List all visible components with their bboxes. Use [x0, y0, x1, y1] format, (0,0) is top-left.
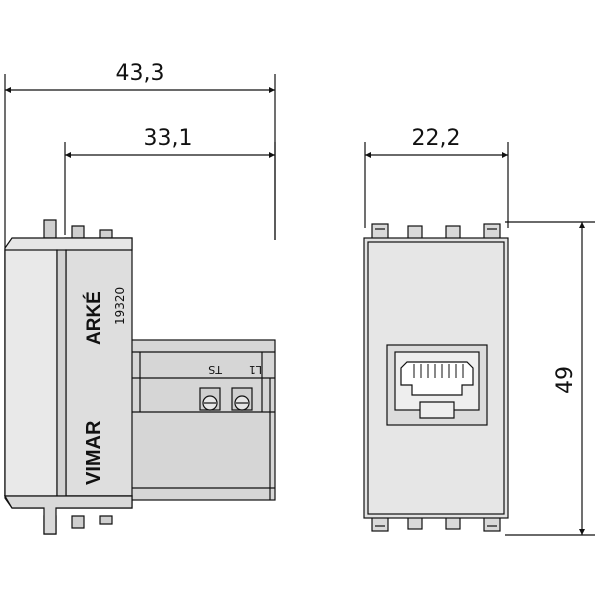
height-label: 49 — [553, 366, 578, 394]
rj45-jack — [386, 344, 488, 426]
terminal-screw-ts — [199, 387, 221, 411]
body-depth-label: 33,1 — [144, 126, 193, 151]
terminal-label-ts: TS — [208, 363, 223, 376]
article-code-label: 19320 — [113, 287, 127, 325]
top-clips — [43, 219, 113, 239]
face-edge — [56, 249, 67, 497]
front-width-label: 22,2 — [412, 126, 461, 151]
dimension-body-depth — [64, 142, 276, 240]
series-logo: ARKÉ — [83, 291, 105, 345]
face-plate — [4, 249, 58, 497]
terminal-label-l1: L1 — [249, 363, 262, 376]
jack-contacts — [413, 364, 464, 378]
side-view — [3, 219, 276, 535]
jack-socket — [400, 361, 474, 396]
bottom-step — [3, 495, 133, 535]
main-body — [64, 237, 133, 497]
terminal-screw-l1 — [231, 387, 253, 411]
overall-depth-label: 43,3 — [116, 61, 165, 86]
jack-latch-slot — [419, 401, 455, 419]
connector-block — [129, 339, 276, 501]
dimension-front-width — [364, 142, 509, 228]
brand-logo: VIMAR — [83, 420, 105, 485]
dimension-height — [505, 221, 595, 536]
front-view — [363, 223, 509, 532]
